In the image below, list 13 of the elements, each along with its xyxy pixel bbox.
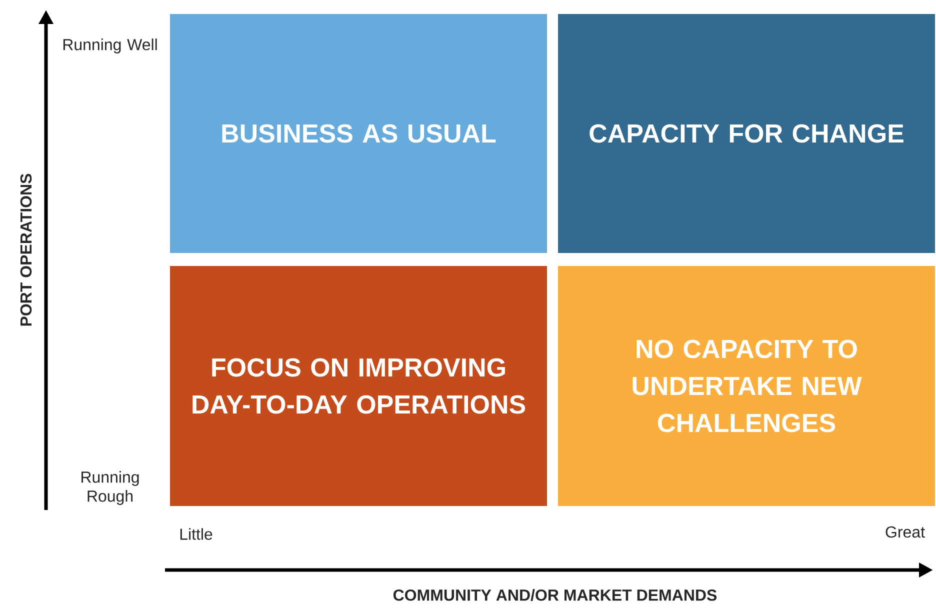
quadrant-title: BUSINESS AS USUAL: [222, 124, 496, 143]
axis-label: Little: [180, 528, 212, 540]
quadrant-box: [170, 14, 547, 253]
axis-label: Running Rough: [82, 471, 139, 505]
quadrant-box: [170, 266, 547, 506]
quadrant-title: NO CAPACITY TO UNDERTAKE NEW CHALLENGES: [632, 340, 862, 432]
axis-label: Great: [886, 526, 925, 538]
quadrant-title: CAPACITY FOR CHANGE: [590, 124, 904, 143]
axis-label: PORT OPERATIONS: [20, 174, 32, 326]
quadrant-box: [558, 14, 936, 253]
quadrant-box: [558, 266, 936, 506]
axis-label: COMMUNITY AND/OR MARKET DEMANDS: [393, 589, 717, 601]
quadrant-title: FOCUS ON IMPROVING DAY-TO-DAY OPERATIONS: [192, 358, 526, 414]
